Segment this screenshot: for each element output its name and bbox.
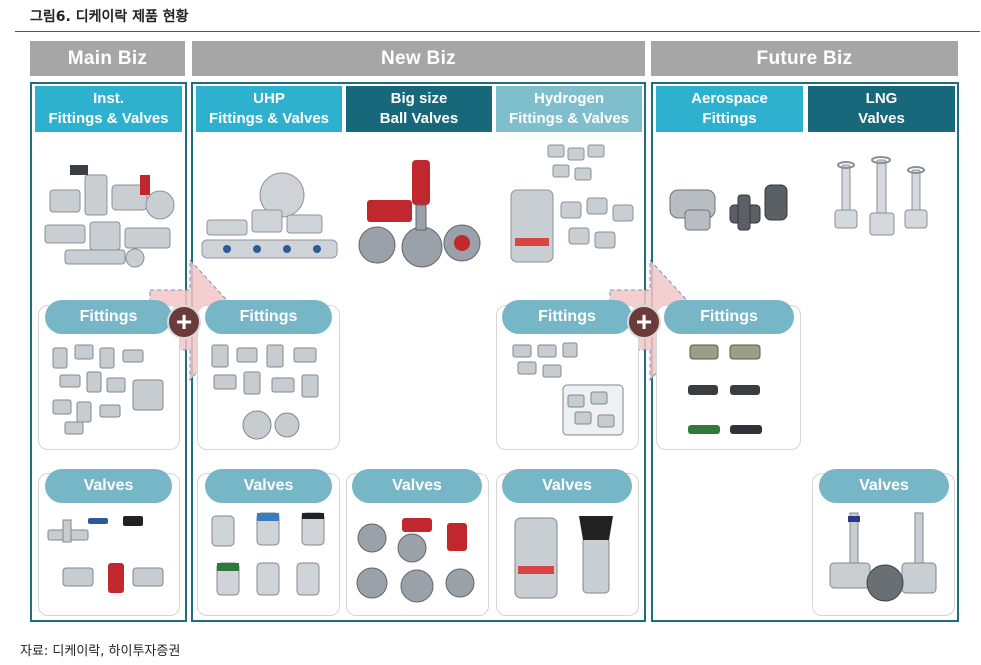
category-line2: Valves bbox=[858, 110, 905, 127]
lng-valves-products-image bbox=[829, 512, 937, 602]
valves-pill-big-size: Valves bbox=[352, 469, 482, 503]
section-header-new-biz: New Biz bbox=[192, 41, 645, 76]
valves-pill-hydrogen: Valves bbox=[502, 469, 632, 503]
fittings-pill-hydrogen: Fittings bbox=[502, 300, 632, 334]
inst-products-image bbox=[44, 165, 175, 268]
hydrogen-products-image bbox=[510, 144, 634, 263]
uhp-products-image bbox=[201, 172, 338, 259]
category-lng-valves: LNG Valves bbox=[808, 86, 955, 132]
category-line2: Ball Valves bbox=[379, 110, 459, 127]
section-header-future-biz: Future Biz bbox=[651, 41, 958, 76]
category-big-size-ball-valves: Big size Ball Valves bbox=[346, 86, 492, 132]
inst-fittings-image bbox=[52, 344, 164, 435]
inst-valves-image bbox=[47, 516, 164, 593]
fittings-pill-uhp: Fittings bbox=[205, 300, 332, 334]
category-line2: Fittings & Valves bbox=[508, 110, 630, 127]
section-header-main-biz: Main Biz bbox=[30, 41, 185, 76]
uhp-valves-image bbox=[211, 512, 325, 596]
category-uhp-fittings-valves: UHP Fittings & Valves bbox=[196, 86, 342, 132]
category-line2: Fittings & Valves bbox=[48, 110, 169, 127]
hydrogen-valves-image bbox=[514, 516, 613, 599]
category-line1: LNG bbox=[865, 90, 898, 107]
category-line1: Inst. bbox=[93, 90, 124, 107]
figure-title: 그림6. 디케이락 제품 현황 bbox=[30, 9, 189, 25]
source-note: 자료: 디케이락, 하이투자증권 bbox=[20, 644, 181, 659]
category-line1: Big size bbox=[390, 90, 448, 107]
valves-pill-lng: Valves bbox=[819, 469, 949, 503]
valves-pill-uhp: Valves bbox=[205, 469, 332, 503]
category-line1: UHP bbox=[253, 90, 285, 107]
category-inst-fittings-valves: Inst. Fittings & Valves bbox=[35, 86, 182, 132]
category-line1: Hydrogen bbox=[533, 90, 604, 107]
fittings-pill-aerospace: Fittings bbox=[664, 300, 794, 334]
category-line2: Fittings bbox=[702, 110, 757, 127]
valves-pill-inst: Valves bbox=[45, 469, 172, 503]
title-divider bbox=[15, 31, 980, 32]
uhp-fittings-image bbox=[211, 344, 319, 440]
category-aerospace-fittings: Aerospace Fittings bbox=[656, 86, 803, 132]
main-biz-frame bbox=[30, 82, 187, 622]
lng-valves-image bbox=[834, 156, 928, 236]
aerospace-fittings-products-image bbox=[688, 344, 762, 434]
big-size-ball-valves-image bbox=[358, 160, 481, 268]
plus-icon: + bbox=[627, 305, 661, 339]
category-hydrogen-fittings-valves: Hydrogen Fittings & Valves bbox=[496, 86, 642, 132]
category-line1: Aerospace bbox=[691, 90, 768, 107]
aerospace-fittings-image bbox=[669, 184, 788, 231]
big-size-valves-image bbox=[356, 518, 475, 603]
fittings-pill-inst: Fittings bbox=[45, 300, 172, 334]
hydrogen-fittings-image bbox=[512, 342, 624, 436]
category-line2: Fittings & Valves bbox=[208, 110, 330, 127]
plus-icon: + bbox=[167, 305, 201, 339]
